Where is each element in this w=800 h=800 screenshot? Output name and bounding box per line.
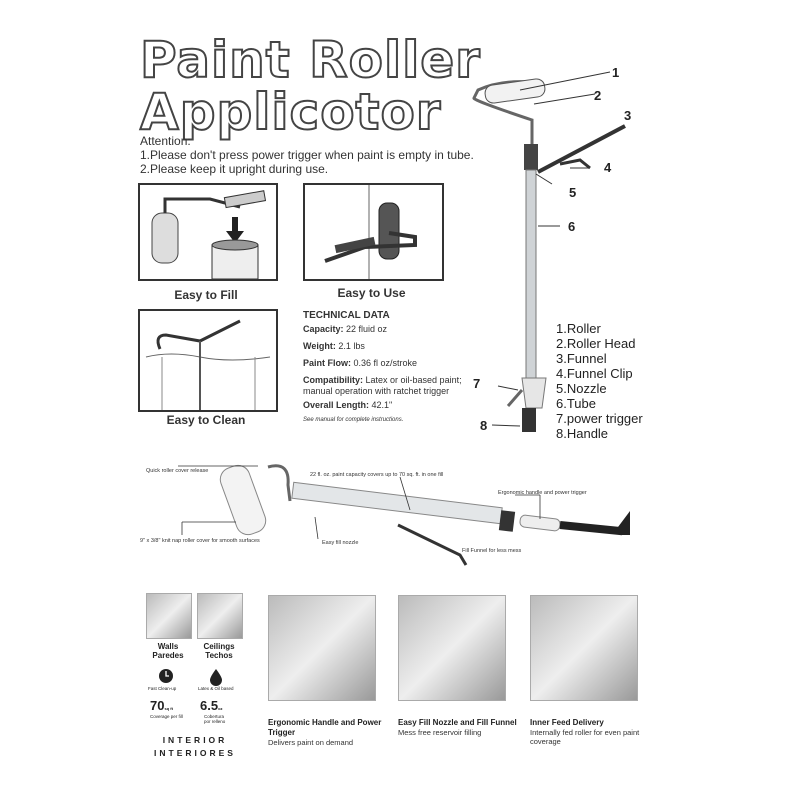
attention-block: Attention: 1.Please don't press power tr… — [140, 134, 474, 176]
label-ergonomic: Ergonomic handle and power trigger — [498, 490, 587, 496]
label-fill-funnel: Fill Funnel for less mess — [462, 548, 522, 554]
technical-data: TECHNICAL DATA Capacity: 22 fluid oz Wei… — [303, 310, 473, 426]
callout-1: 1 — [612, 65, 620, 80]
attention-line-2: 2.Please keep it upright during use. — [140, 162, 329, 176]
tech-row-flow: Paint Flow: 0.36 fl oz/stroke — [303, 358, 418, 368]
part-tube: 6.Tube — [556, 396, 596, 411]
use-caption: Easy to Use — [337, 286, 406, 300]
callout-5: 5 — [569, 185, 577, 200]
attention-heading: Attention: — [140, 134, 191, 148]
clean-panel — [138, 309, 278, 412]
label-quick-release: Quick roller cover release — [146, 468, 209, 474]
tech-row-weight: Weight: 2.1 lbs — [303, 341, 365, 351]
callout-8: 8 — [480, 418, 488, 433]
use-panel — [303, 183, 444, 281]
part-nozzle: 5.Nozzle — [556, 381, 607, 396]
ceilings-photo — [197, 593, 243, 639]
coverage-stat: 70sq ft — [150, 698, 173, 713]
part-funnel: 3.Funnel — [556, 351, 607, 366]
title-line-1: Paint Roller — [139, 31, 481, 89]
fill-stat: 6.5oz — [200, 698, 223, 713]
callout-4: 4 — [604, 160, 612, 175]
technical-heading: TECHNICAL DATA — [303, 310, 390, 321]
part-roller: 1.Roller — [556, 321, 601, 336]
feature-fill-nozzle: Easy Fill Nozzle and Fill Funnel Mess fr… — [398, 718, 517, 737]
callout-3: 3 — [624, 108, 632, 123]
ergonomic-handle-photo — [268, 595, 376, 701]
part-handle: 8.Handle — [556, 426, 609, 441]
tech-row-compatibility: Compatibility: Latex or oil-based paint;… — [303, 375, 462, 396]
inner-feed-photo — [530, 595, 638, 701]
tech-row-length: Overall Length: 42.1" — [303, 400, 393, 410]
coverage-label: Coverage per fill — [150, 714, 183, 719]
walls-photo — [146, 593, 192, 639]
clean-illustration — [145, 319, 271, 410]
fast-cleanup-label: Fast Clean-up — [148, 686, 177, 691]
feature-ergonomic: Ergonomic Handle and Power Trigger Deliv… — [268, 718, 382, 747]
latex-label: Latex & Oil based — [198, 686, 234, 691]
feature-icons — [159, 669, 222, 686]
callout-7: 7 — [473, 376, 481, 391]
callout-2: 2 — [594, 88, 602, 103]
attention-line-1: 1.Please don't press power trigger when … — [140, 148, 474, 162]
fill-caption: Easy to Fill — [174, 288, 238, 302]
use-illustration — [324, 185, 417, 279]
fill-nozzle-photo — [398, 595, 506, 701]
label-fill-nozzle: Easy fill nozzle — [322, 540, 359, 546]
drop-icon — [210, 669, 222, 686]
horizontal-product-diagram — [178, 464, 630, 566]
tech-note: See manual for complete instructions. — [303, 417, 404, 423]
label-roller-cover: 9" x 3/8" knit nap roller cover for smoo… — [140, 538, 260, 544]
part-power-trigger: 7.power trigger — [556, 411, 643, 426]
part-roller-head: 2.Roller Head — [556, 336, 636, 351]
fill-illustration — [151, 190, 267, 280]
feature-inner-feed: Inner Feed Delivery Internally fed rolle… — [530, 718, 640, 746]
clean-caption: Easy to Clean — [166, 413, 246, 427]
parts-list: 1.Roller 2.Roller Head 3.Funnel 4.Funnel… — [556, 321, 643, 441]
fill-panel — [138, 183, 278, 281]
label-capacity: 22 fl. oz. paint capacity covers up to 7… — [310, 472, 444, 478]
title-line-2: Applicotor — [139, 83, 442, 141]
tech-row-capacity: Capacity: 22 fluid oz — [303, 324, 388, 334]
callout-6: 6 — [568, 219, 576, 234]
product-diagram — [472, 71, 626, 432]
part-funnel-clip: 4.Funnel Clip — [556, 366, 633, 381]
